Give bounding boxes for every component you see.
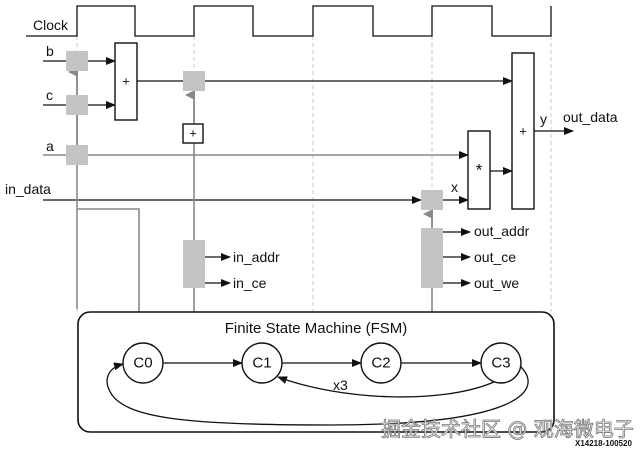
register-a <box>66 145 88 165</box>
register-x <box>421 190 443 210</box>
transition-c3-c0 <box>106 362 529 426</box>
out-data-label: out_data <box>563 109 618 125</box>
input-in-data-label: in_data <box>5 181 51 197</box>
clock-label: Clock <box>33 17 69 33</box>
register-c <box>66 95 88 115</box>
addr-adder-symbol: + <box>189 126 197 141</box>
signal-x-label: x <box>451 179 458 195</box>
output-port-register <box>421 228 443 288</box>
state-c3-label: C3 <box>491 355 510 372</box>
register-b <box>66 51 88 71</box>
ctrl-wire-fsm-left <box>77 208 140 312</box>
state-c2-label: C2 <box>371 355 390 372</box>
port-in-ce: in_ce <box>233 275 267 291</box>
input-a-label: a <box>46 138 54 154</box>
out-adder-symbol: + <box>519 124 527 139</box>
addr-adder-block <box>182 123 204 144</box>
fsm-container <box>77 311 555 433</box>
multiplier-symbol: * <box>476 161 483 180</box>
state-c0-label: C0 <box>133 355 152 372</box>
port-in-addr: in_addr <box>233 249 280 265</box>
signal-y-label: y <box>540 111 547 127</box>
input-port-register <box>183 240 205 288</box>
fsm-title: Finite State Machine (FSM) <box>225 320 408 337</box>
adder-bc-symbol: + <box>122 74 130 89</box>
port-out-addr: out_addr <box>474 223 530 239</box>
clock-waveform <box>26 5 552 37</box>
register-sum <box>183 71 205 91</box>
transition-c3-c1-loop <box>277 376 495 398</box>
state-c1-label: C1 <box>252 355 271 372</box>
port-out-ce: out_ce <box>474 249 516 265</box>
input-b-label: b <box>46 43 54 59</box>
watermark: 掘金技术社区 @ 观海微电子 <box>381 417 634 441</box>
loop-count-label: x3 <box>333 377 348 393</box>
multiplier-block <box>467 130 491 210</box>
figure-id: X14218-100520 <box>575 439 632 448</box>
port-out-we: out_we <box>474 275 519 291</box>
input-c-label: c <box>46 87 53 103</box>
